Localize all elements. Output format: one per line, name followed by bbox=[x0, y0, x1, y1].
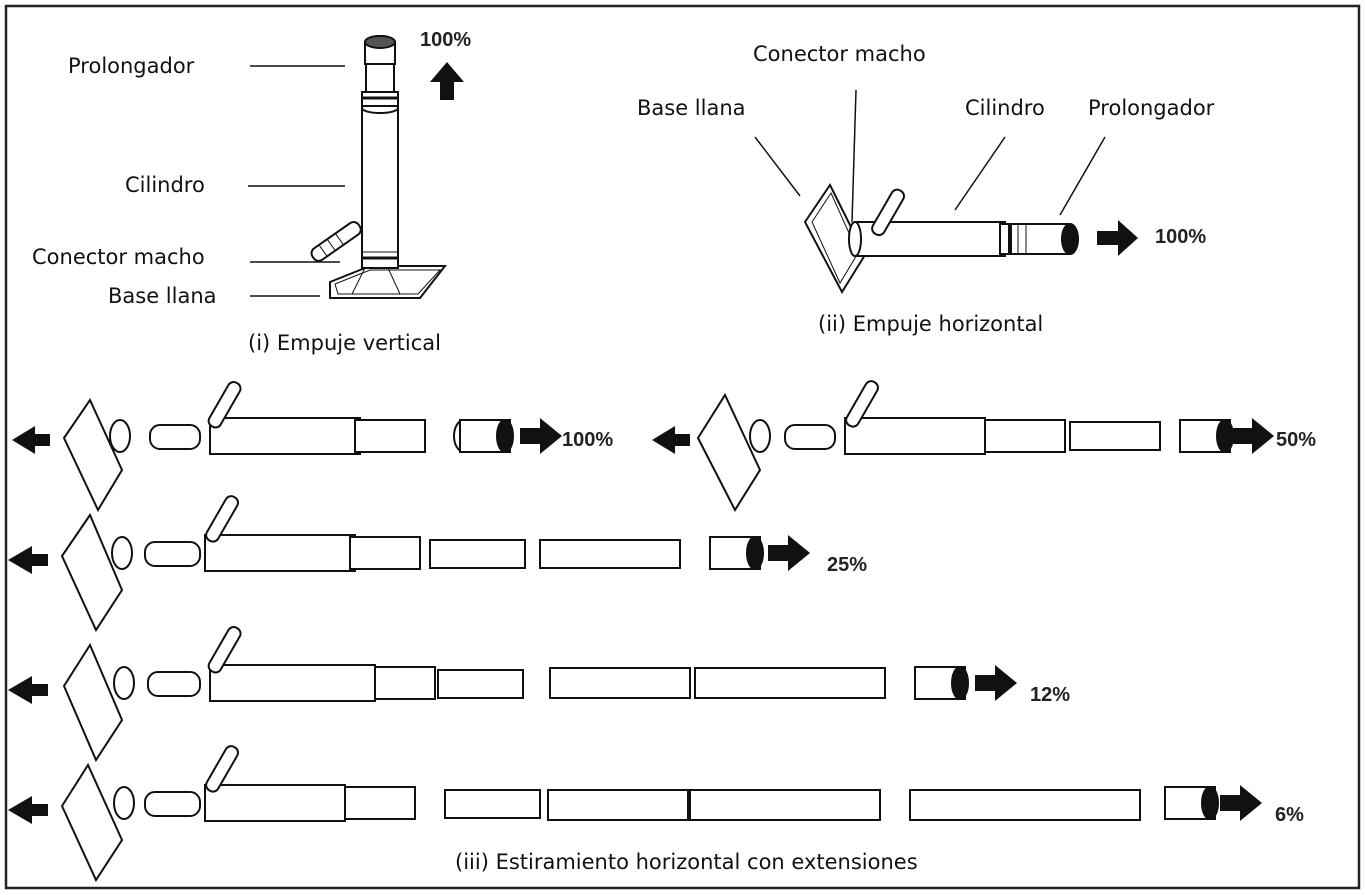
label-cilindro-i: Cilindro bbox=[125, 173, 205, 197]
label-prolongador-i: Prolongador bbox=[68, 54, 195, 78]
label-base-llana-i: Base llana bbox=[108, 284, 217, 308]
figure-border bbox=[4, 4, 1361, 890]
percent-row4: 6% bbox=[1275, 804, 1304, 826]
caption-horizontal: (ii) Empuje horizontal bbox=[818, 312, 1044, 336]
percent-vertical: 100% bbox=[420, 29, 472, 51]
label-prolongador-ii: Prolongador bbox=[1088, 96, 1215, 120]
percent-horizontal: 100% bbox=[1155, 226, 1207, 248]
panel-i-leaders bbox=[248, 65, 345, 297]
label-cilindro-ii: Cilindro bbox=[965, 96, 1045, 120]
label-conector-macho-ii: Conector macho bbox=[753, 42, 926, 66]
panel-ii-leaders bbox=[754, 89, 1106, 223]
percent-row1-right: 50% bbox=[1276, 429, 1317, 451]
arrow-right-icon bbox=[1097, 220, 1138, 256]
caption-extensions: (iii) Estiramiento horizontal con extens… bbox=[455, 850, 918, 874]
arrow-up-icon bbox=[430, 62, 464, 100]
horizontal-device bbox=[803, 183, 1079, 295]
label-conector-macho-i: Conector macho bbox=[32, 245, 205, 269]
percent-row1-left: 100% bbox=[562, 429, 614, 451]
stretch-rows bbox=[8, 380, 1274, 883]
percent-row3: 12% bbox=[1030, 684, 1071, 706]
label-base-llana-ii: Base llana bbox=[637, 96, 746, 120]
vertical-device bbox=[310, 35, 448, 299]
percent-row2: 25% bbox=[827, 554, 868, 576]
caption-vertical: (i) Empuje vertical bbox=[248, 331, 441, 355]
